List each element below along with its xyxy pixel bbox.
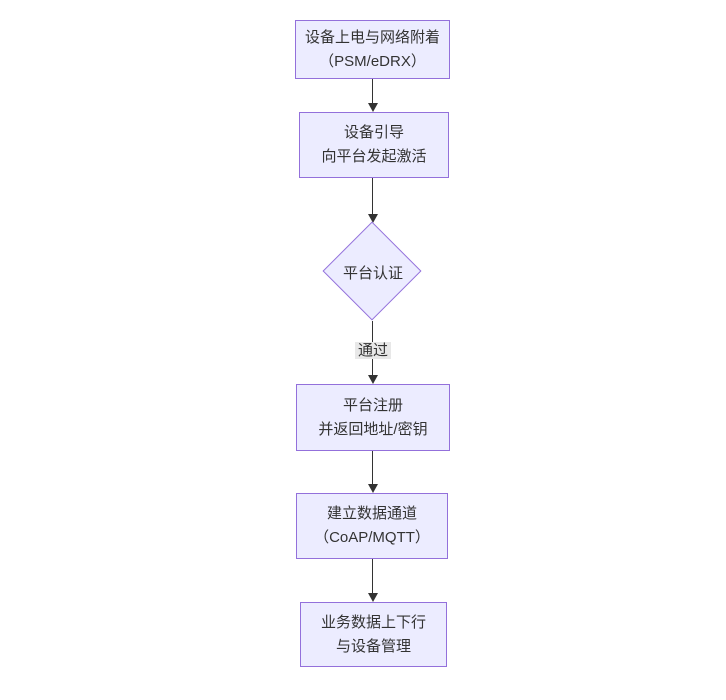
node-text-line: （PSM/eDRX）: [319, 52, 426, 70]
node-text-line: 与设备管理: [335, 637, 411, 655]
node-business-data-mgmt: 业务数据上下行 与设备管理: [300, 602, 447, 667]
node-platform-register: 平台注册 并返回地址/密钥: [296, 384, 450, 451]
node-text-line: 平台注册: [342, 396, 403, 414]
edge-label-pass: 通过: [354, 342, 392, 359]
arrowhead-down-icon: [368, 484, 378, 493]
node-text-line: 并返回地址/密钥: [318, 420, 428, 438]
node-text-line: 建立数据通道: [326, 505, 417, 522]
arrow-shaft: [372, 559, 373, 593]
node-text-line: （CoAP/MQTT）: [314, 529, 430, 546]
arrowhead-down-icon: [368, 375, 378, 384]
node-text-line: 向平台发起激活: [321, 148, 427, 165]
arrowhead-down-icon: [368, 593, 378, 602]
arrowhead-down-icon: [368, 214, 378, 223]
arrow-shaft: [372, 178, 373, 214]
arrowhead-down-icon: [368, 103, 378, 112]
node-bootstrap-activate: 设备引导 向平台发起激活: [299, 112, 449, 178]
node-text-line: 设备引导: [343, 124, 404, 141]
node-text-line: 设备上电与网络附着: [304, 28, 440, 46]
node-data-channel: 建立数据通道 （CoAP/MQTT）: [296, 493, 448, 559]
node-power-attach: 设备上电与网络附着 （PSM/eDRX）: [295, 20, 450, 79]
node-text-line: 业务数据上下行: [320, 613, 426, 631]
arrow-shaft: [372, 79, 373, 103]
arrow-shaft: [372, 451, 373, 484]
node-platform-auth-decision: 平台认证: [322, 221, 423, 322]
node-text-line: 平台认证: [342, 264, 403, 282]
